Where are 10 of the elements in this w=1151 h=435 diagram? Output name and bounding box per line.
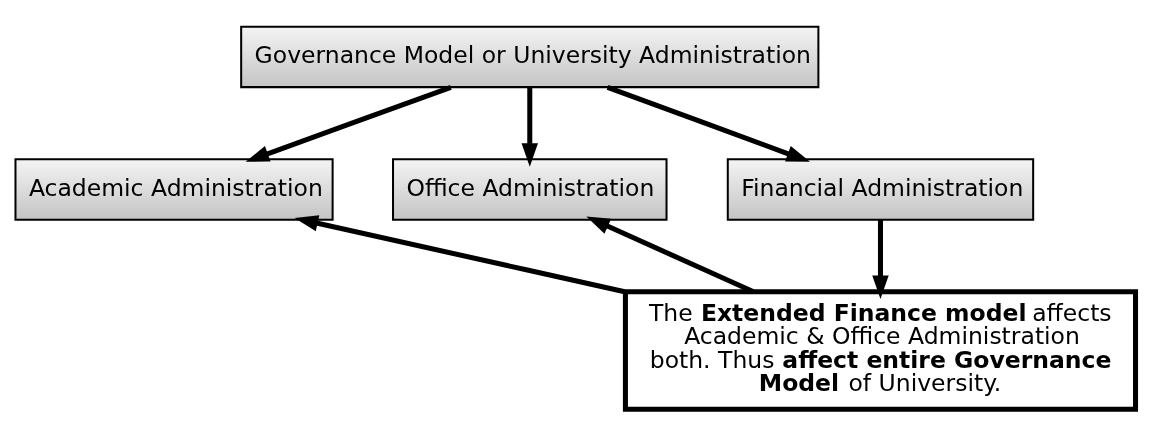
arrow xyxy=(606,84,810,162)
arrow xyxy=(521,86,538,167)
arrow xyxy=(872,219,889,299)
node-box: Academic Administration xyxy=(14,157,334,221)
node-box: The Extended Finance model affects Academic & Office Administration both. Thus affect entire Governance Model of University. xyxy=(622,288,1139,412)
node-box: Office Administration xyxy=(392,157,668,221)
node-box: Financial Administration xyxy=(726,157,1035,221)
arrow xyxy=(294,214,626,294)
node-box: Governance Model or University Administration xyxy=(240,25,820,88)
arrow xyxy=(245,84,452,162)
